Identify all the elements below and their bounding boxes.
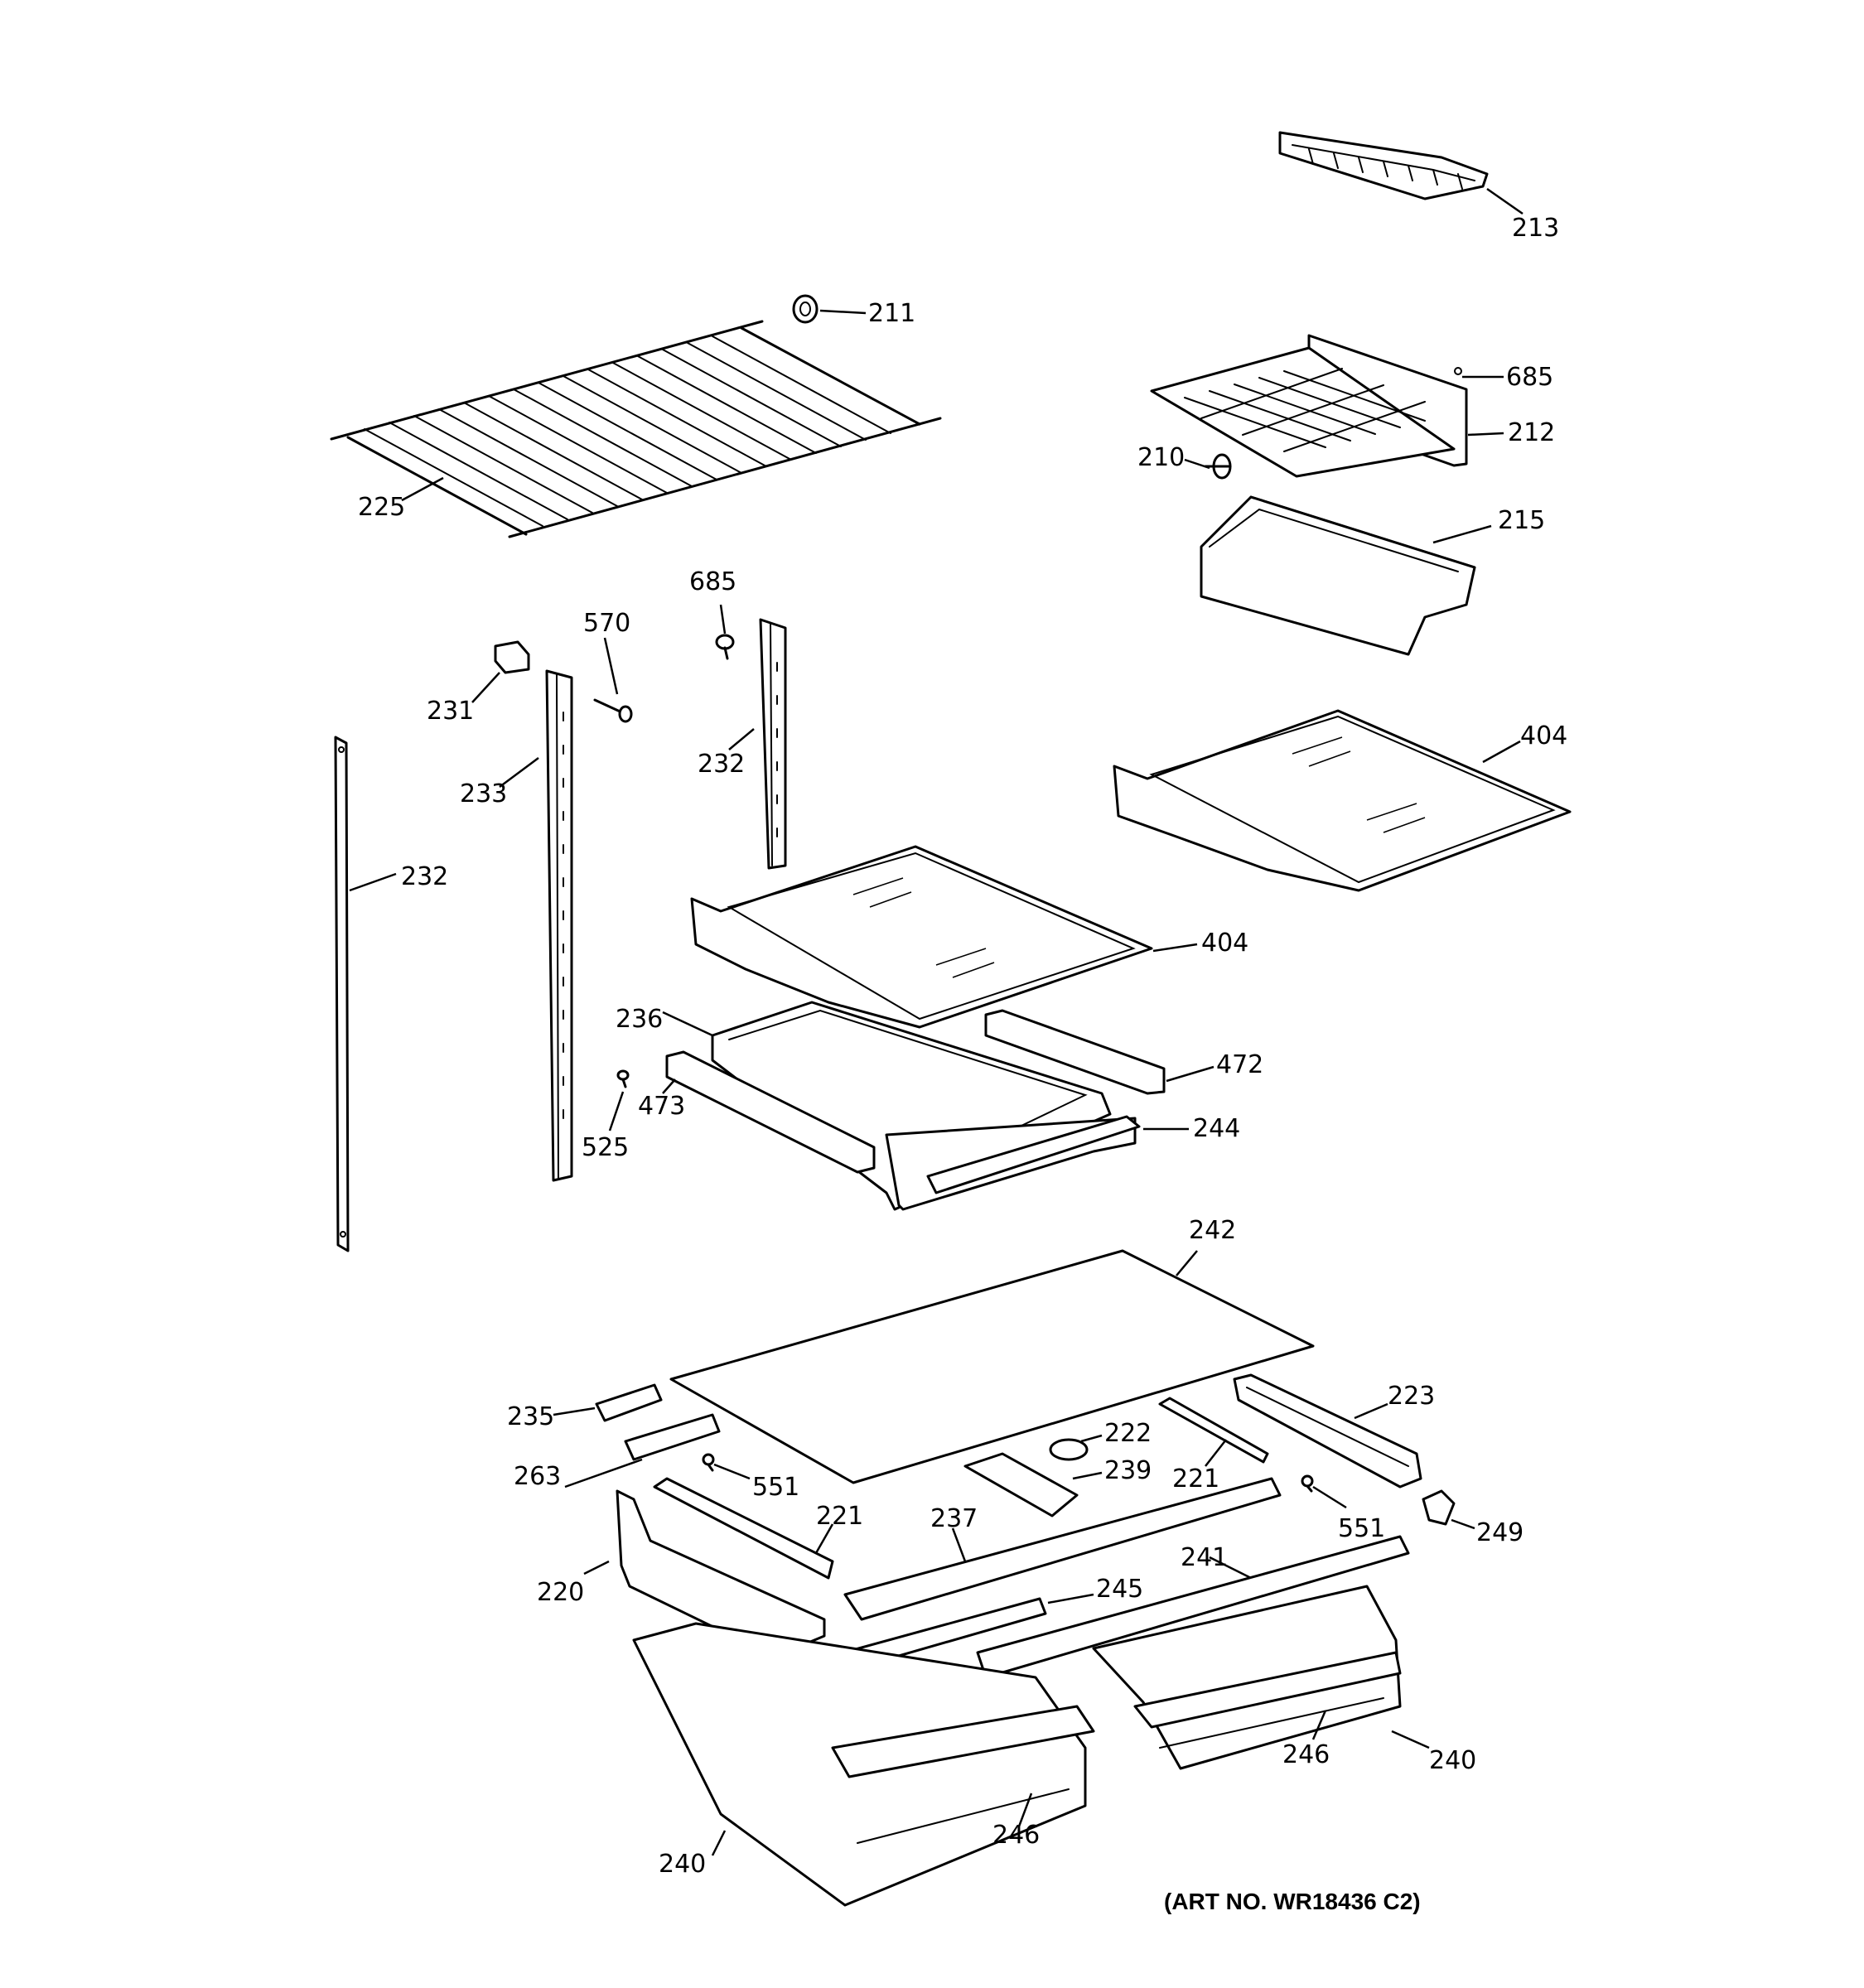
callout-551-left: 551 (752, 1473, 799, 1502)
callout-525: 525 (582, 1133, 629, 1162)
callout-242: 242 (1189, 1216, 1236, 1245)
clip-231-part (494, 640, 530, 674)
callout-235: 235 (507, 1402, 554, 1431)
drawer-240-left-part (632, 1622, 1095, 1907)
screw-525-part (616, 1069, 630, 1088)
callout-222: 222 (1104, 1419, 1152, 1448)
callout-231: 231 (427, 697, 474, 726)
rail-232-left-part (334, 736, 350, 1252)
screw-551-right-part (1301, 1474, 1314, 1493)
screw-551-left-part (702, 1453, 715, 1472)
freezer-pan-part (1200, 495, 1476, 656)
wire-shelf-part (330, 320, 942, 538)
crisper-drawer-part (885, 1115, 1141, 1211)
support-223-part (1233, 1373, 1422, 1489)
callout-223: 223 (1388, 1382, 1435, 1411)
callout-245: 245 (1096, 1575, 1143, 1604)
bracket-235-part (595, 1383, 663, 1422)
part-222 (1049, 1438, 1089, 1461)
callout-210: 210 (1137, 443, 1185, 472)
part-239 (963, 1452, 1079, 1518)
screw-685-part (715, 634, 735, 660)
callout-237: 237 (930, 1504, 978, 1533)
callout-249: 249 (1476, 1518, 1524, 1547)
grommet-part (792, 294, 819, 324)
slide-472-part (984, 1009, 1166, 1095)
callout-570: 570 (583, 609, 630, 638)
glass-shelf-middle-part (690, 845, 1153, 1029)
art-number-label: (ART NO. WR18436 C2) (1164, 1889, 1421, 1914)
ice-tray-part (1278, 131, 1489, 200)
callout-244: 244 (1193, 1114, 1240, 1143)
callout-215: 215 (1498, 506, 1545, 535)
screw-570-part (593, 698, 633, 723)
rail-232-right-part (759, 618, 787, 870)
callout-551-right: 551 (1338, 1514, 1385, 1543)
callout-221-left: 221 (816, 1502, 863, 1531)
bracket-263-part (624, 1413, 721, 1461)
callout-685-left: 685 (689, 567, 736, 596)
support-221-right-part (1158, 1397, 1269, 1464)
callout-211: 211 (868, 299, 915, 328)
callout-212: 212 (1508, 418, 1555, 447)
rail-237-part (843, 1477, 1282, 1621)
callout-685-top: 685 (1506, 363, 1553, 392)
callout-404-upper: 404 (1520, 721, 1567, 750)
glass-cover-part (669, 1249, 1315, 1484)
callout-233: 233 (460, 779, 507, 808)
rail-233-part (545, 669, 573, 1182)
callout-220: 220 (537, 1578, 584, 1607)
callout-240-right: 240 (1429, 1746, 1476, 1775)
callout-241: 241 (1181, 1543, 1228, 1572)
callout-240-left: 240 (659, 1850, 706, 1879)
callout-236: 236 (616, 1005, 663, 1034)
callout-232-right: 232 (698, 750, 745, 779)
callout-232-left: 232 (401, 862, 448, 891)
callout-225: 225 (358, 493, 405, 522)
callout-239: 239 (1104, 1456, 1152, 1485)
callout-404-middle: 404 (1201, 929, 1248, 958)
callout-473: 473 (638, 1092, 685, 1121)
part-249 (1422, 1489, 1456, 1526)
ice-tray-support-part (1150, 334, 1468, 478)
bracket-220-part (616, 1489, 826, 1658)
callout-246-right: 246 (1282, 1740, 1330, 1769)
callout-213: 213 (1512, 214, 1559, 243)
callout-246-left: 246 (992, 1821, 1040, 1850)
callout-472: 472 (1216, 1050, 1263, 1079)
glass-shelf-upper-part (1113, 709, 1572, 892)
screw-210-part (1204, 453, 1232, 480)
support-221-left-part (653, 1477, 834, 1580)
callout-263: 263 (514, 1462, 561, 1491)
drawer-240-right-part (1092, 1585, 1402, 1770)
slide-473-part (665, 1050, 876, 1174)
callout-221-right: 221 (1172, 1464, 1219, 1493)
